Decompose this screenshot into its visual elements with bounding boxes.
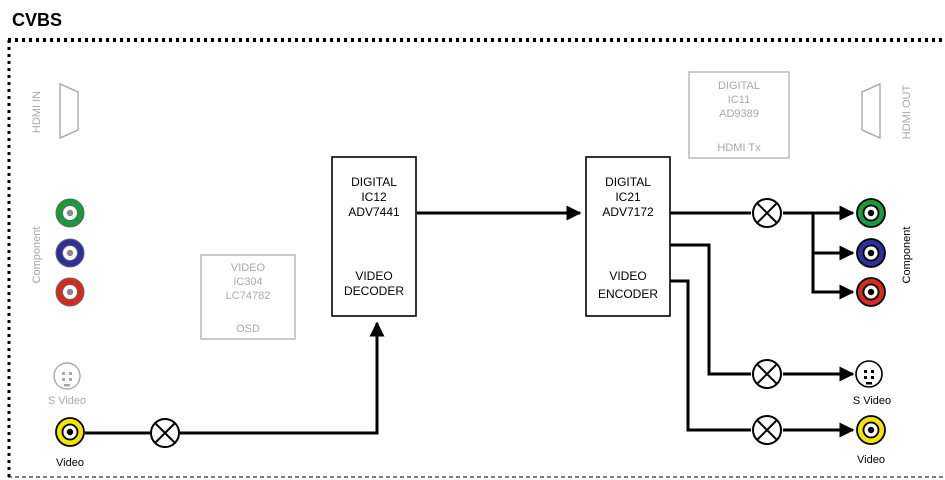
encoder-line1: DIGITAL [605,175,651,189]
switch-component-out [752,198,782,228]
hdmi-tx-line3: AD9389 [719,108,759,120]
component-in-blue-jack [55,238,85,268]
component-in-red-jack [55,277,85,307]
switch-input [150,418,180,448]
osd-line4: OSD [236,323,260,335]
decoder-line1: DIGITAL [351,175,397,189]
diagram-title: CVBS [12,10,62,30]
decoder-line5: DECODER [344,284,404,298]
hdmi-tx-block: DIGITAL IC11 AD9389 HDMI Tx [688,71,790,159]
decoder-line4: VIDEO [355,269,392,283]
component-in-label: Component [31,227,43,284]
signal-path-svideo-out [670,243,855,382]
hdmi-tx-line4: HDMI Tx [717,142,761,154]
decoder-line3: ADV7441 [348,205,400,219]
hdmi-tx-line2: IC11 [728,94,750,106]
decoder-line2: IC12 [361,190,387,204]
encoder-line2: IC21 [615,190,641,204]
hdmi-in-label: HDMI IN [31,91,43,133]
hdmi-out-connector [861,82,881,140]
svideo-in-label: S Video [48,395,86,407]
svideo-out-connector [855,360,883,388]
component-out-red-jack [856,277,886,307]
osd-line3: LC74782 [226,290,271,302]
signal-path-component-out [670,205,855,300]
video-out-label: Video [857,454,885,466]
osd-line2: IC304 [233,276,262,288]
svideo-in-connector [53,362,81,390]
component-in-green-jack [55,198,85,228]
osd-line1: VIDEO [231,262,266,274]
signal-path-video-out [670,279,855,438]
encoder-line4: VIDEO [609,269,646,283]
hdmi-in-connector [59,82,79,140]
dotted-frame [7,38,945,478]
hdmi-out-label: HDMI OUT [901,85,913,140]
component-out-green-jack [856,198,886,228]
encoder-line5: ENCODER [598,287,658,301]
video-decoder-block: DIGITAL IC12 ADV7441 VIDEO DECODER [331,156,417,317]
video-in-label: Video [56,457,84,469]
hdmi-tx-line1: DIGITAL [718,80,760,92]
component-out-blue-jack [856,238,886,268]
video-out-jack [856,415,886,445]
video-in-jack [55,417,85,447]
video-encoder-block: DIGITAL IC21 ADV7172 VIDEO ENCODER [585,156,671,317]
switch-video-out [752,415,782,445]
encoder-line3: ADV7172 [602,205,654,219]
signal-path-input [85,321,385,435]
osd-block: VIDEO IC304 LC74782 OSD [200,254,296,340]
switch-svideo-out [752,359,782,389]
svideo-out-label: S Video [853,395,891,407]
component-out-label: Component [901,227,913,284]
